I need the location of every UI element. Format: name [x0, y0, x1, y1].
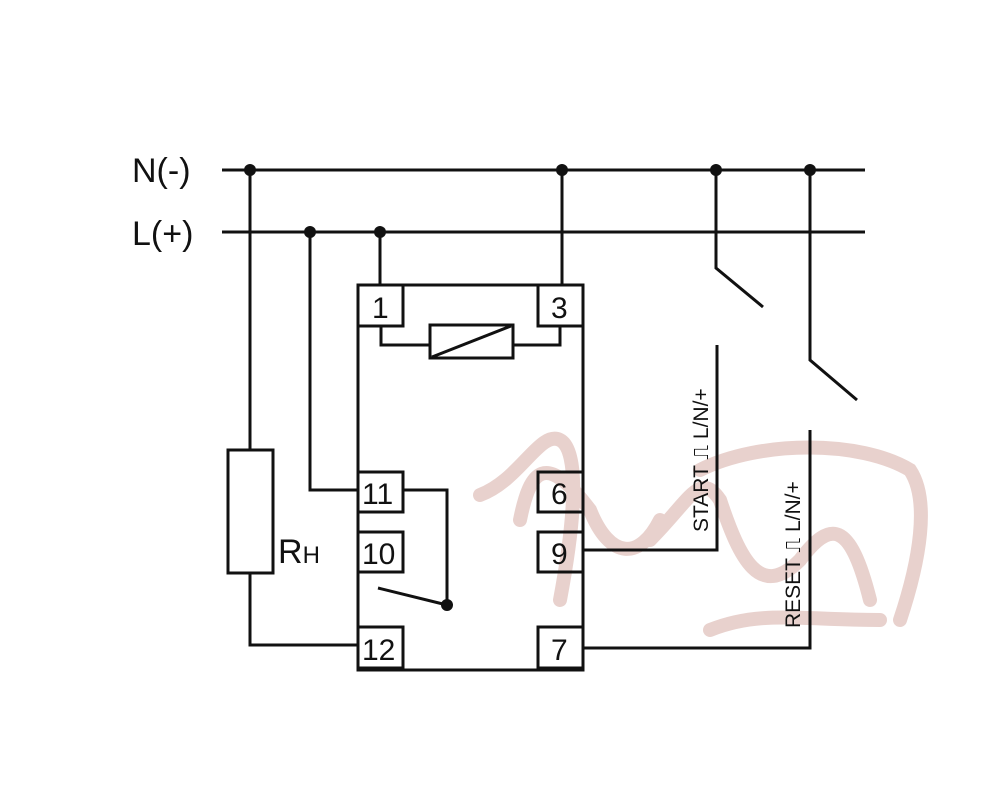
wire [248, 573, 358, 647]
wire [379, 326, 430, 347]
terminal-6: 6 [551, 478, 568, 511]
terminal-3: 3 [551, 292, 568, 325]
resistor-label: RH [278, 533, 320, 571]
terminal-9: 9 [551, 538, 568, 571]
junction-dots [244, 164, 816, 238]
terminal-7: 7 [551, 634, 568, 667]
terminal-10: 10 [362, 538, 395, 571]
start-input-label: START ⎍ L/N/+ [690, 388, 713, 532]
terminal-1: 1 [372, 292, 389, 325]
terminal-12: 12 [362, 634, 395, 667]
watermark [473, 431, 928, 637]
reset-wire [583, 430, 812, 650]
load-resistor [226, 448, 275, 575]
start-wire [583, 345, 719, 552]
wire [308, 232, 358, 492]
start-switch [714, 170, 764, 309]
relay-contact [377, 586, 448, 607]
neutral-label: N(-) [132, 152, 191, 190]
contact-pivot [441, 599, 453, 611]
wire [403, 488, 449, 605]
line-label: L(+) [132, 215, 193, 253]
relay-coil [428, 323, 515, 360]
wire [513, 326, 562, 347]
reset-switch [808, 170, 858, 402]
rails [222, 168, 865, 234]
reset-input-label: RESET ⎍ L/N/+ [782, 481, 805, 628]
coil-diagonal [431, 324, 512, 359]
terminal-11: 11 [362, 478, 393, 511]
